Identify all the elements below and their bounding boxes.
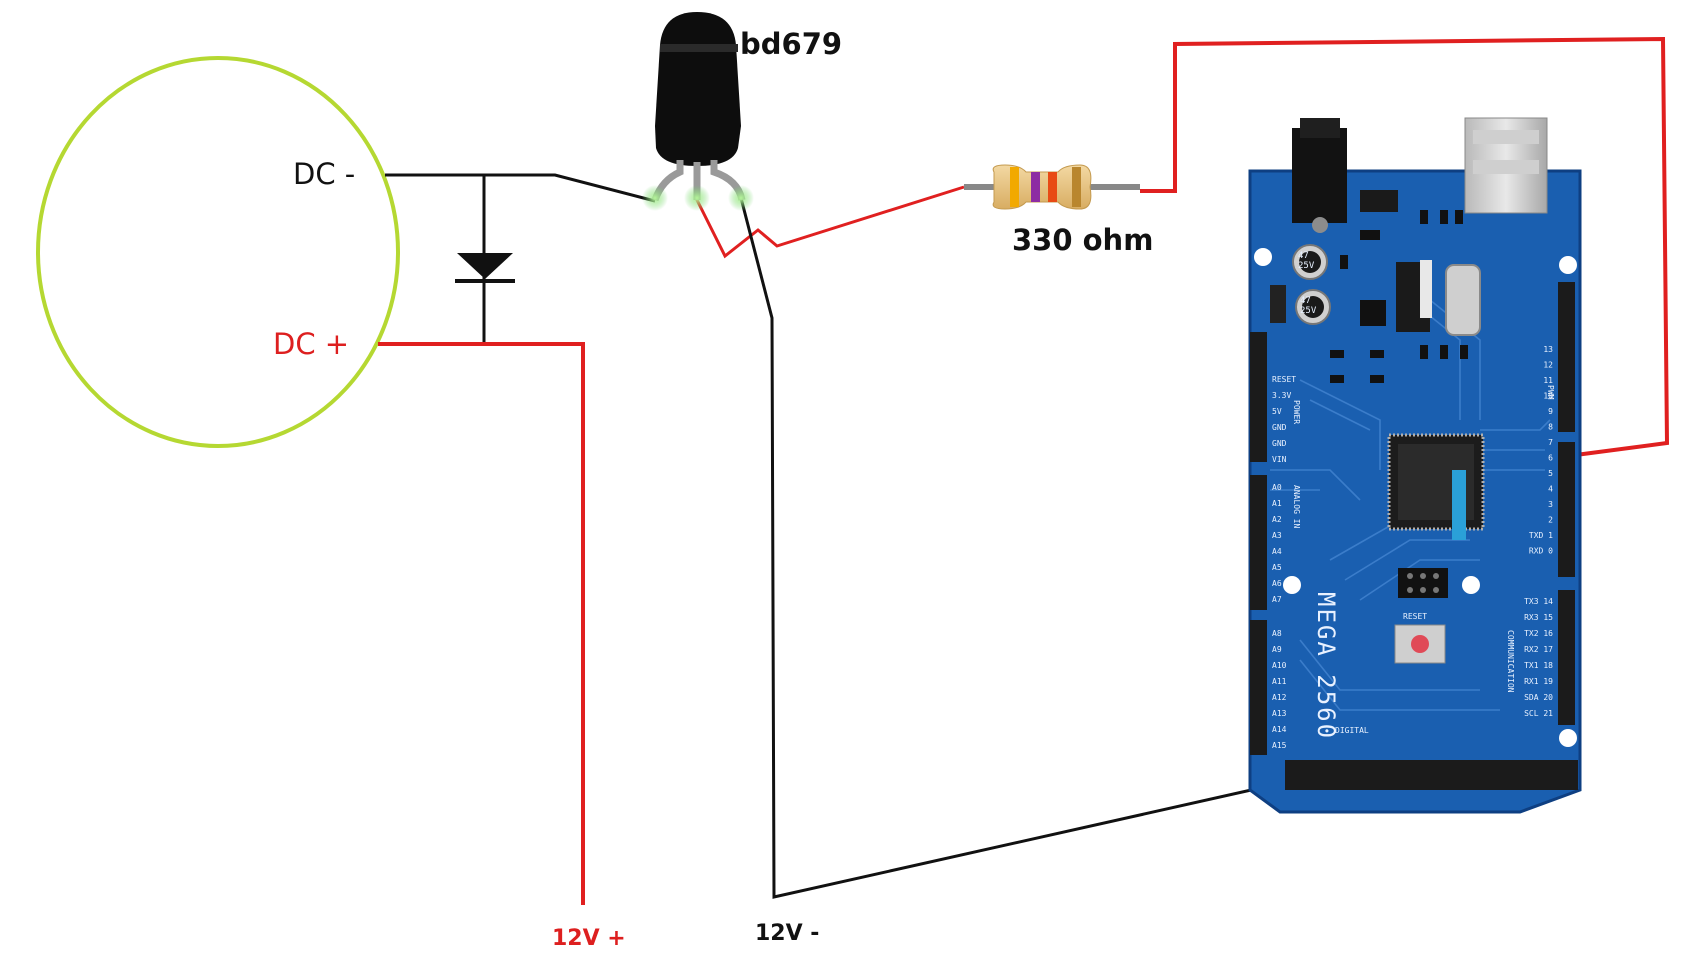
- comm-pin-labels: TX3 14 RX3 15 TX2 16 RX2 17 TX1 18 RX1 19 SDA …: [1524, 597, 1553, 718]
- power-pin-labels: RESET 3.3V 5V GND GND VIN: [1272, 375, 1296, 464]
- wire-signal: [1140, 36, 1670, 458]
- header-analog-label: A2: [1272, 515, 1282, 524]
- header-analog2-label: A12: [1272, 693, 1287, 702]
- transistor-pin-base: [684, 185, 710, 211]
- svg-text:47: 47: [1298, 251, 1309, 261]
- header-comm-label: RX2 17: [1524, 645, 1553, 654]
- header-analog2-label: A15: [1272, 741, 1287, 750]
- svg-text:PWM: PWM: [1546, 385, 1555, 400]
- power-header: [1250, 332, 1267, 462]
- header-pwm-label: 7: [1548, 438, 1553, 447]
- icsp-header: [1398, 568, 1448, 598]
- dc-plus-label: DC +: [273, 327, 349, 361]
- header-pwm-label: 8: [1548, 423, 1553, 432]
- supply-plus-label: 12V +: [552, 926, 626, 951]
- svg-text:POWER: POWER: [1292, 400, 1301, 424]
- dc-minus-label: DC -: [293, 157, 355, 191]
- board-name: MEGA 2560: [1312, 592, 1340, 740]
- header-comm-label: RX1 19: [1524, 677, 1553, 686]
- analog-header: [1250, 475, 1267, 755]
- header-pwm-label: 6: [1548, 454, 1553, 463]
- transistor-label: bd679: [740, 27, 842, 61]
- header-comm-label: SDA 20: [1524, 693, 1553, 702]
- svg-text:25V: 25V: [1300, 306, 1317, 316]
- header-pwm-label: 10: [1543, 392, 1553, 401]
- header-analog-label: A6: [1272, 579, 1282, 588]
- header-analog2-label: A8: [1272, 629, 1282, 638]
- resistor-label: 330 ohm: [1012, 223, 1153, 257]
- arduino-mega-board: 47 25V 47 25V: [1248, 117, 1582, 814]
- header-pwm-label: 12: [1543, 361, 1553, 370]
- reset-silk: RESET: [1403, 612, 1427, 621]
- capacitors: [1292, 244, 1331, 325]
- atmega2560-chip: [1387, 433, 1485, 531]
- wire-base: [694, 185, 965, 259]
- header-comm-label: RX3 15: [1524, 613, 1553, 622]
- header-power-label: RESET: [1272, 375, 1296, 384]
- header-analog2-label: A11: [1272, 677, 1287, 686]
- header-pwm-label: 5: [1548, 469, 1553, 478]
- wire-dc-plus: [378, 342, 585, 905]
- header-pwm-label: 11: [1543, 376, 1553, 385]
- transistor-pin-collector: [642, 185, 668, 211]
- header-power-label: 3.3V: [1272, 391, 1291, 400]
- header-pwm-label: 13: [1543, 345, 1553, 354]
- header-pwm-label: 9: [1548, 407, 1553, 416]
- wire-emitter: [739, 197, 1279, 899]
- diode: [455, 253, 515, 283]
- header-analog-label: A3: [1272, 531, 1282, 540]
- transistor-pin-emitter: [728, 185, 754, 211]
- header-analog-label: A5: [1272, 563, 1282, 572]
- transistor-bd679: [642, 12, 754, 211]
- header-comm-label: SCL 21: [1524, 709, 1553, 718]
- header-analog-label: A1: [1272, 499, 1282, 508]
- header-pwm-label: 3: [1548, 500, 1553, 509]
- svg-text:DIGITAL: DIGITAL: [1335, 726, 1369, 735]
- supply-minus-label: 12V -: [755, 921, 819, 946]
- header-power-label: GND: [1272, 439, 1287, 448]
- digital-header: [1285, 760, 1578, 790]
- header-analog2-label: A9: [1272, 645, 1282, 654]
- header-pwm-label: 4: [1548, 485, 1553, 494]
- header-analog-label: A0: [1272, 483, 1282, 492]
- header-power-label: 5V: [1272, 407, 1282, 416]
- header-analog-label: A4: [1272, 547, 1282, 556]
- pwm-header: [1558, 282, 1575, 577]
- header-analog-label: A7: [1272, 595, 1282, 604]
- dc-jack: [1292, 118, 1347, 233]
- svg-text:COMMUNICATION: COMMUNICATION: [1506, 630, 1515, 693]
- header-comm-label: TX1 18: [1524, 661, 1553, 670]
- header-power-label: VIN: [1272, 455, 1287, 464]
- svg-text:47: 47: [1300, 296, 1311, 306]
- header-power-label: GND: [1272, 423, 1287, 432]
- svg-text:25V: 25V: [1298, 261, 1315, 271]
- header-pwm-label: TXD 1: [1529, 531, 1553, 540]
- wire-dc-minus: [385, 173, 656, 203]
- header-pwm-label: 2: [1548, 516, 1553, 525]
- header-comm-label: TX2 16: [1524, 629, 1553, 638]
- svg-text:ANALOG IN: ANALOG IN: [1292, 485, 1301, 529]
- header-comm-label: TX3 14: [1524, 597, 1553, 606]
- header-analog2-label: A13: [1272, 709, 1287, 718]
- dc-motor: [36, 56, 400, 448]
- header-pwm-label: RXD 0: [1529, 547, 1553, 556]
- header-analog2-label: A10: [1272, 661, 1287, 670]
- reset-button: [1394, 624, 1446, 664]
- comm-header: [1558, 590, 1575, 725]
- header-analog2-label: A14: [1272, 725, 1287, 734]
- usb-port: [1464, 117, 1548, 214]
- resistor-330-ohm: [964, 164, 1140, 210]
